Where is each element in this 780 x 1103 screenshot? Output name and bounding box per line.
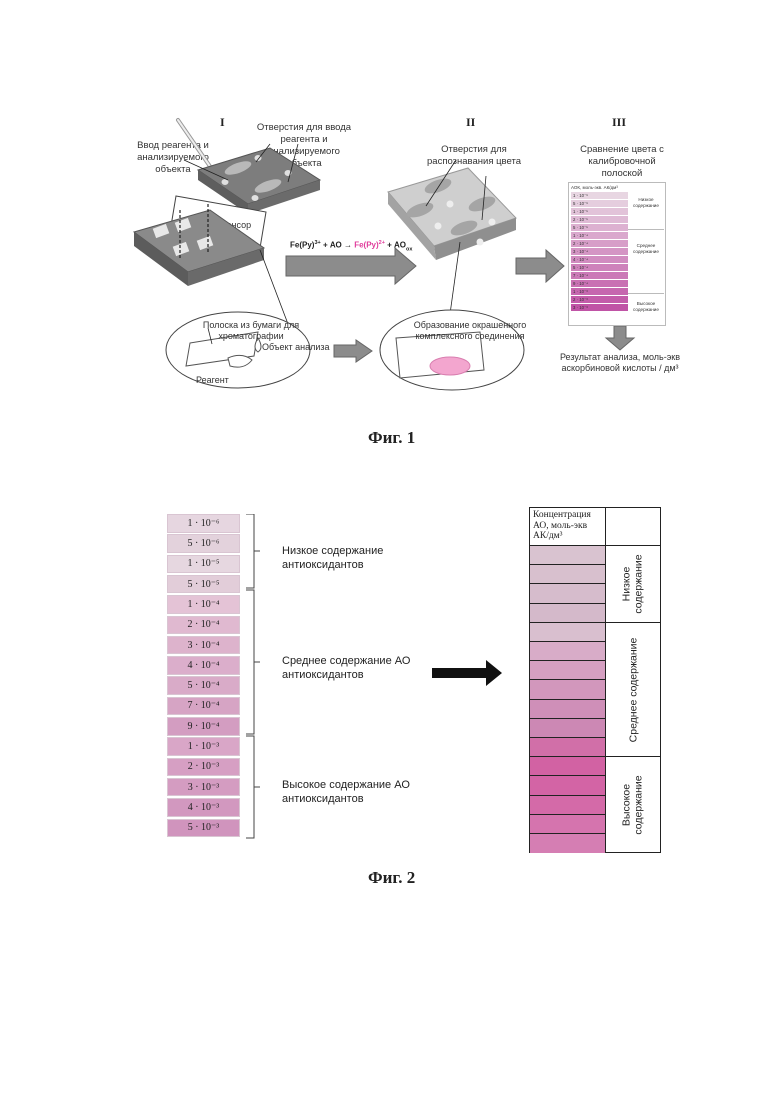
result-label: Результат анализа, моль-экв аскорбиновой… [556,352,684,374]
color-strip: 9 · 10⁻⁴ [167,717,240,736]
table-color-cell [530,604,606,623]
color-strip: 2 · 10⁻³ [167,758,240,777]
reaction-part-3: Fe(Py) [354,241,378,250]
arrow-right-icon-2 [516,250,564,282]
color-strip: 3 · 10⁻⁴ [167,636,240,655]
color-strip: 1 · 10⁻³ [167,737,240,756]
card-swatch: 3 · 10⁻³ [571,304,628,312]
table-color-cell [530,565,606,584]
table-color-cell [530,738,606,757]
color-strip: 5 · 10⁻⁶ [167,534,240,553]
table-color-cell [530,719,606,738]
card-divider-1 [628,229,664,230]
calibration-card: АОК, моль-экв. АК/дм³ 1 · 10⁻⁶5 · 10⁻⁶1 … [568,182,666,326]
table-mid-label: Среднее содержание [627,637,639,742]
arrow-right-black-icon [432,660,504,686]
group-low-label: Низкое содержание антиоксидантов [282,544,402,572]
color-strip: 1 · 10⁻⁶ [167,514,240,533]
arrow-down-icon [606,326,634,350]
card-swatch: 5 · 10⁻⁵ [571,224,628,232]
reagent-label: Реагент [196,374,229,386]
color-strip: 4 · 10⁻⁴ [167,656,240,675]
color-strip: 2 · 10⁻⁴ [167,616,240,635]
color-strip: 5 · 10⁻⁴ [167,676,240,695]
card-header: АОК, моль-экв. АК/дм³ [571,185,618,191]
table-color-cell [530,642,606,661]
card-swatch: 5 · 10⁻⁶ [571,200,628,208]
card-swatch: 2 · 10⁻³ [571,296,628,304]
table-group-low: Низкое содержание [606,546,660,623]
table-color-cell [530,623,606,642]
analysis-object-label: Объект анализа [262,341,330,353]
color-strip: 5 · 10⁻⁵ [167,575,240,594]
group-mid-label: Среднее содержание АО антиоксидантов [282,654,422,682]
complex-formation-label: Образование окрашенного комплексного сое… [412,320,528,342]
card-swatch: 2 · 10⁻⁴ [571,240,628,248]
color-strip: 1 · 10⁻⁴ [167,595,240,614]
table-color-cell [530,834,606,853]
table-color-cell [530,757,606,776]
card-swatch: 1 · 10⁻³ [571,288,628,296]
card-swatch: 3 · 10⁻⁴ [571,248,628,256]
color-strip: 4 · 10⁻³ [167,798,240,817]
reaction-part-4: + АО [385,241,406,250]
card-swatch: 1 · 10⁻⁶ [571,192,628,200]
card-swatch: 7 · 10⁻⁴ [571,272,628,280]
table-high-label: Высокое содержание [621,775,645,834]
table-color-cell [530,796,606,815]
color-strip: 3 · 10⁻³ [167,778,240,797]
card-swatches: 1 · 10⁻⁶5 · 10⁻⁶1 · 10⁻⁵2 · 10⁻⁵5 · 10⁻⁵… [571,192,628,312]
table-header-empty [606,508,660,546]
figure-2-caption: Фиг. 2 [368,868,415,888]
reaction-part-2: + АО → [321,241,354,250]
card-swatch: 1 · 10⁻⁴ [571,232,628,240]
color-strip: 7 · 10⁻⁴ [167,697,240,716]
reaction-sub-4: ox [406,246,412,252]
table-color-cell [530,546,606,565]
calibration-table: Концентрация АО, моль-экв АК/дм³ Низкое … [529,507,661,853]
table-color-cell [530,776,606,795]
table-group-mid: Среднее содержание [606,623,660,757]
card-mid-label: Среднее содержание [629,243,663,254]
table-color-cell [530,815,606,834]
arrow-right-icon [286,248,416,284]
card-swatch: 4 · 10⁻⁴ [571,256,628,264]
table-color-cell [530,661,606,680]
card-swatch: 5 · 10⁻⁴ [571,264,628,272]
card-swatch: 2 · 10⁻⁵ [571,216,628,224]
card-low-label: Низкое содержание [629,197,663,208]
figure-1-caption: Фиг. 1 [368,428,415,448]
table-color-cell [530,584,606,603]
card-swatch: 9 · 10⁻⁴ [571,280,628,288]
chromatography-strip-label: Полоска из бумаги для хроматографии [196,320,306,342]
table-color-cell [530,700,606,719]
table-header: Концентрация АО, моль-экв АК/дм³ [530,508,606,546]
card-swatch: 1 · 10⁻⁵ [571,208,628,216]
group-high-label: Высокое содержание АО антиоксидантов [282,778,422,806]
reaction-equation: Fe(Py)3+ + АО → Fe(Py)2+ + АОox [290,240,412,252]
table-group-high: Высокое содержание [606,757,660,853]
reaction-part-1: Fe(Py) [290,241,314,250]
arrow-right-icon-3 [334,340,372,362]
table-low-label: Низкое содержание [621,554,645,613]
group-braces [244,514,264,840]
color-strip: 1 · 10⁻⁵ [167,555,240,574]
color-strip: 5 · 10⁻³ [167,819,240,838]
table-color-cell [530,680,606,699]
card-divider-2 [628,293,664,294]
card-high-label: Высокое содержание [629,301,663,312]
